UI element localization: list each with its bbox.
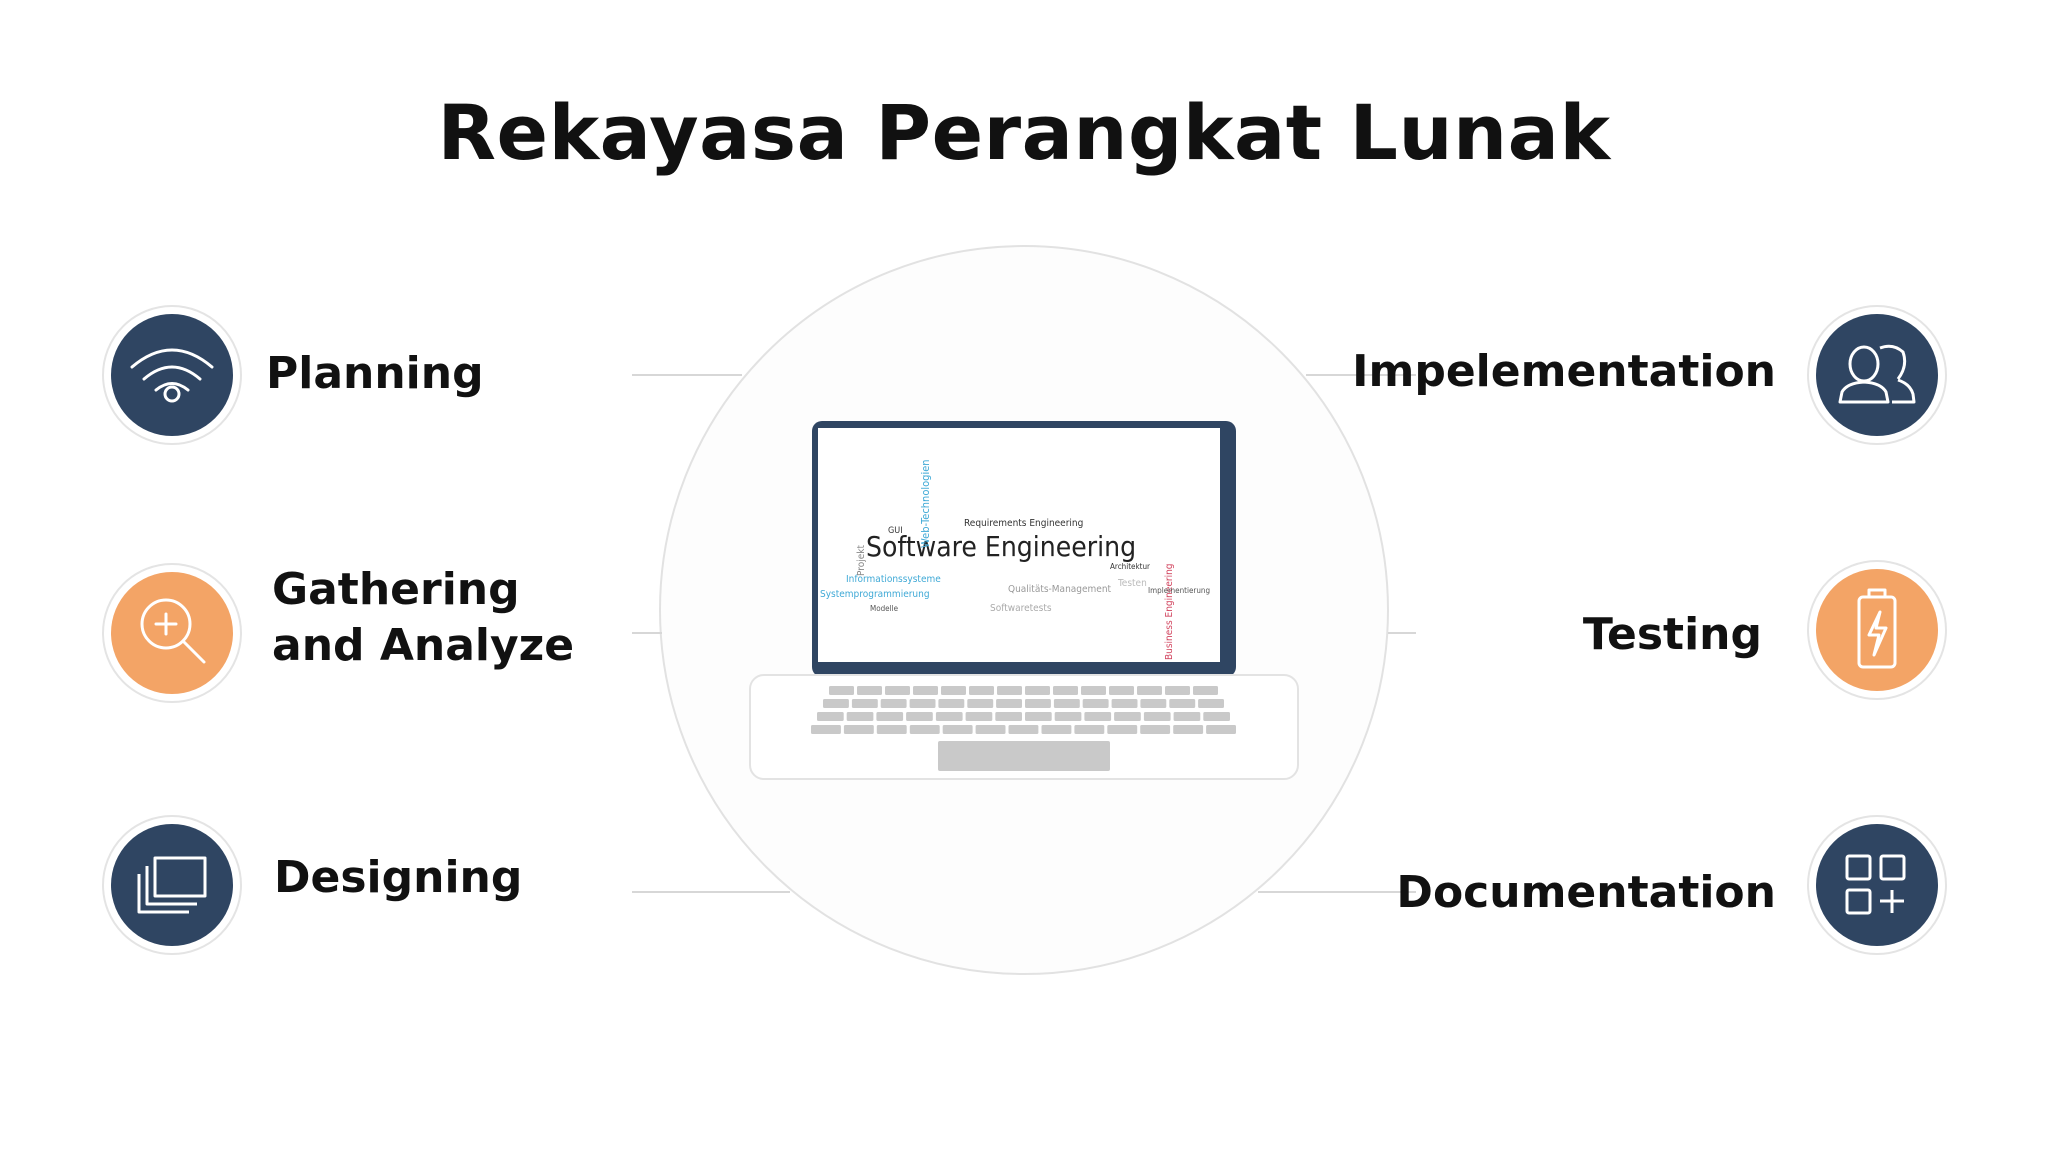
keyboard-key [1193, 686, 1218, 695]
keyboard-key [1111, 699, 1138, 708]
keyboard-key [1173, 712, 1201, 721]
keyboard-key [1084, 712, 1112, 721]
users-icon [1838, 344, 1916, 404]
keyboard-key [1143, 712, 1171, 721]
keyboard-key [1025, 699, 1051, 708]
keyboard-key [1137, 686, 1162, 695]
stacked-windows-icon [137, 856, 207, 914]
keyboard-key [857, 686, 882, 695]
keyboard-key [906, 712, 933, 721]
word-cloud-word: Web-Technologien [919, 459, 932, 548]
step-label-gathering: Gathering and Analyze [272, 564, 575, 671]
keyboard-key [880, 699, 907, 708]
step-label-documentation: Documentation [1396, 867, 1776, 918]
keyboard-key [1173, 725, 1204, 734]
keyboard-key [965, 712, 993, 721]
keyboard-key [1206, 725, 1236, 734]
word-cloud-word: Modelle [870, 604, 899, 613]
step-icon-documentation [1807, 815, 1947, 955]
word-cloud-word: Informationssysteme [846, 574, 941, 585]
word-cloud-word: Qualitäts-Management [1008, 584, 1112, 595]
word-cloud-word: Softwaretests [990, 603, 1052, 614]
keyboard-key [1054, 712, 1082, 721]
battery-charge-icon [1857, 588, 1897, 669]
keyboard-key [913, 686, 938, 695]
keyboard-key [995, 712, 1022, 721]
step-icon-designing [102, 815, 242, 955]
keyboard-key [817, 712, 844, 721]
keyboard-key [829, 686, 854, 695]
keyboard-key [846, 712, 874, 721]
keyboard-key [1165, 686, 1190, 695]
step-label-testing: Testing [1582, 609, 1762, 660]
word-cloud-word: Business Engineering [1164, 563, 1175, 660]
wifi-icon [130, 348, 214, 403]
keyboard-key [1025, 686, 1050, 695]
keyboard-key [1140, 725, 1171, 734]
keyboard-key [1008, 725, 1039, 734]
keyboard-key [942, 725, 973, 734]
laptop-trackpad [938, 741, 1110, 771]
keyboard-key [876, 712, 904, 721]
step-icon-planning [102, 305, 242, 445]
laptop-keyboard [811, 686, 1236, 734]
keyboard-key [1041, 725, 1072, 734]
laptop-display: Software Engineering GUI Web-Technologie… [818, 428, 1220, 662]
keyboard-key [941, 686, 966, 695]
word-cloud-main: Software Engineering [866, 530, 1137, 563]
step-label-implementation: Impelementation [1352, 346, 1776, 397]
word-cloud-word: Architektur [1110, 562, 1150, 571]
search-plus-icon [140, 598, 206, 664]
keyboard-key [876, 725, 907, 734]
keyboard-key [1169, 699, 1196, 708]
keyboard-key [843, 725, 874, 734]
step-label-designing: Designing [274, 852, 523, 903]
word-cloud-word: Implementierung [1148, 586, 1211, 595]
keyboard-key [935, 712, 963, 721]
word-cloud-word: Projekt [856, 544, 867, 576]
keyboard-key [1140, 699, 1167, 708]
step-icon-implementation [1807, 305, 1947, 445]
keyboard-key [969, 686, 994, 695]
keyboard-key [1025, 712, 1052, 721]
page-title: Rekayasa Perangkat Lunak [437, 88, 1611, 177]
keyboard-key [811, 725, 841, 734]
keyboard-key [997, 686, 1022, 695]
word-cloud-word: Testen [1118, 578, 1147, 589]
step-label-planning: Planning [266, 348, 484, 399]
word-cloud-word: Systemprogrammierung [820, 589, 930, 600]
keyboard-key [975, 725, 1006, 734]
grid-add-icon [1845, 854, 1906, 915]
step-icon-gathering [102, 563, 242, 703]
keyboard-key [909, 699, 936, 708]
keyboard-key [967, 699, 994, 708]
keyboard-key [885, 686, 910, 695]
keyboard-key [1053, 686, 1078, 695]
keyboard-key [1053, 699, 1080, 708]
keyboard-key [1107, 725, 1138, 734]
keyboard-key [938, 699, 965, 708]
keyboard-key [1114, 712, 1141, 721]
keyboard-key [1198, 699, 1224, 708]
word-cloud-word: Requirements Engineering [964, 518, 1084, 529]
keyboard-key [1109, 686, 1134, 695]
keyboard-key [1203, 712, 1230, 721]
keyboard-key [909, 725, 940, 734]
word-cloud-word: GUI [888, 526, 903, 536]
keyboard-key [996, 699, 1022, 708]
keyboard-key [851, 699, 878, 708]
keyboard-key [1082, 699, 1109, 708]
keyboard-key [1074, 725, 1105, 734]
keyboard-key [823, 699, 849, 708]
keyboard-key [1081, 686, 1106, 695]
step-icon-testing [1807, 560, 1947, 700]
